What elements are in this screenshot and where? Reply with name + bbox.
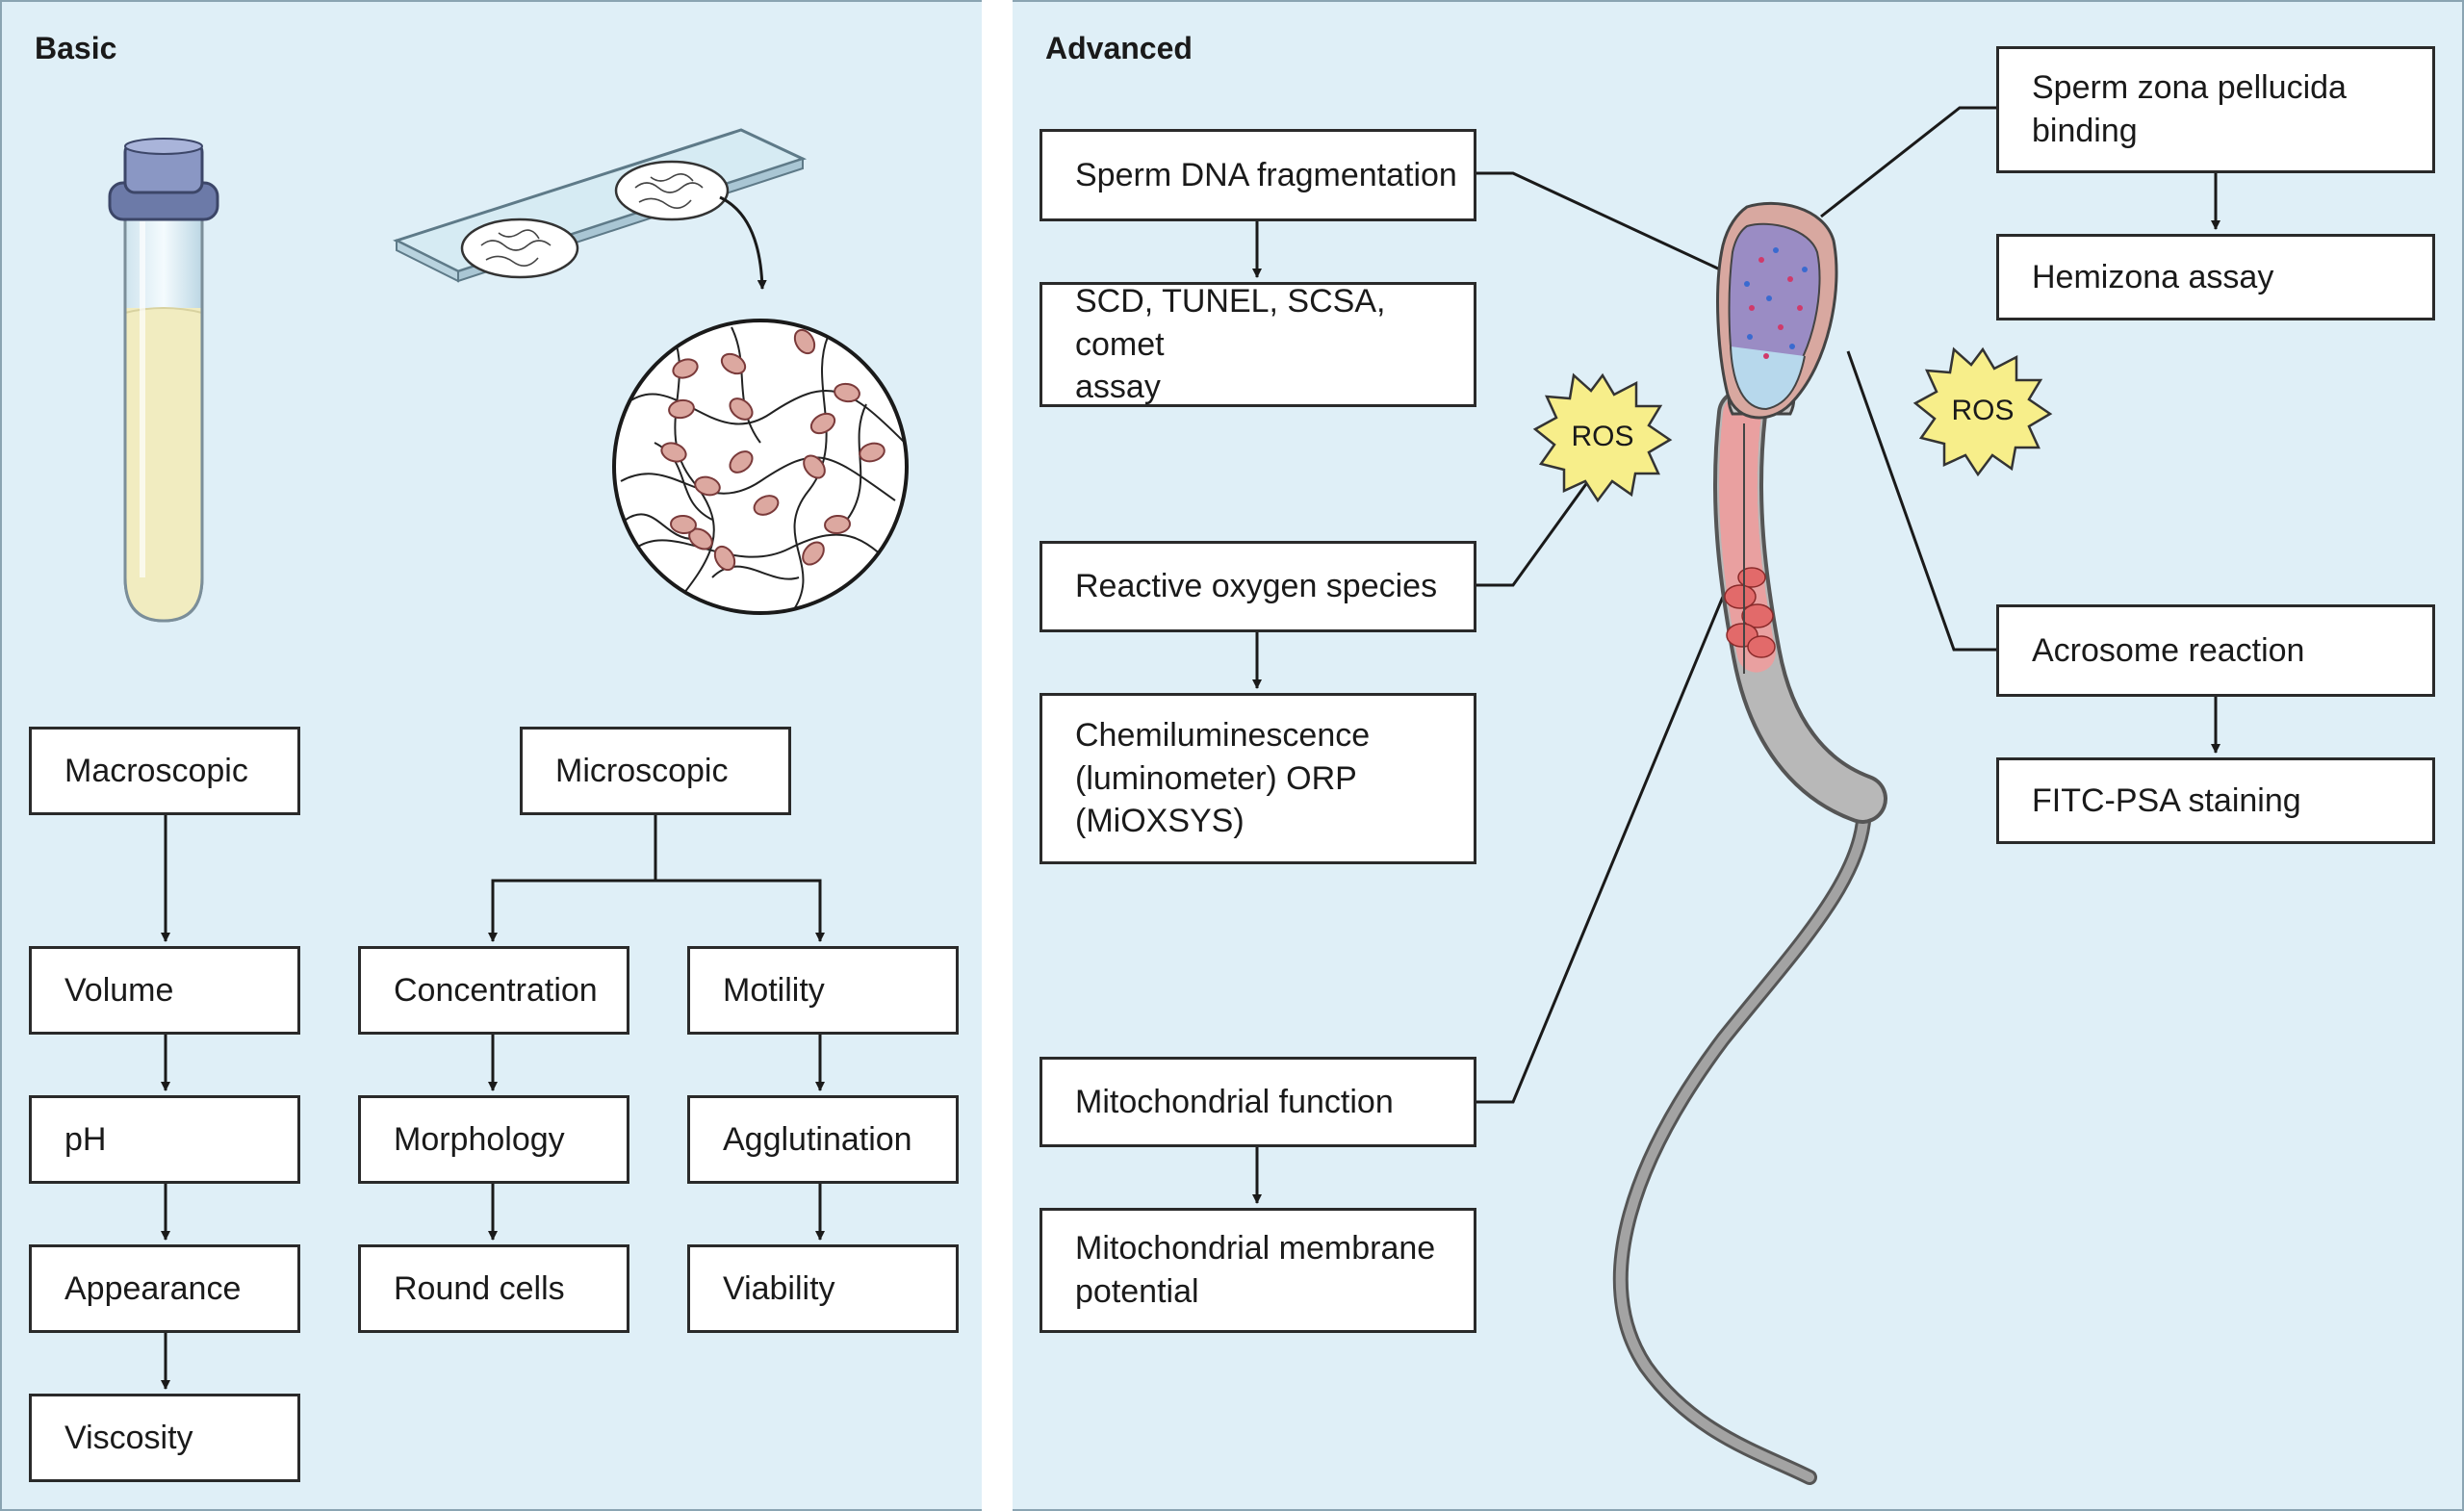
ros-burst-2: ROS — [1912, 346, 2053, 477]
viability-box: Viability — [687, 1244, 959, 1333]
acrosome-reaction-box: Acrosome reaction — [1996, 604, 2435, 697]
magnified-sperm-circle — [612, 319, 909, 615]
viscosity-box: Viscosity — [29, 1394, 300, 1482]
morphology-box: Morphology — [358, 1095, 629, 1184]
mitochondrial-function-box: Mitochondrial function — [1040, 1057, 1476, 1147]
dna-fragmentation-methods-box: SCD, TUNEL, SCSA, comet assay — [1040, 282, 1476, 407]
zona-binding-box: Sperm zona pellucida binding — [1996, 46, 2435, 173]
test-tube-illustration — [108, 138, 219, 623]
fitc-psa-box: FITC-PSA staining — [1996, 757, 2435, 844]
microscope-slide-illustration — [393, 128, 808, 290]
agglutination-box: Agglutination — [687, 1095, 959, 1184]
basic-title: Basic — [35, 31, 117, 65]
ros-methods-box: Chemiluminescence (luminometer) ORP (MiO… — [1040, 693, 1476, 864]
mitochondrial-methods-box: Mitochondrial membrane potential — [1040, 1208, 1476, 1333]
ros-label-2: ROS — [1951, 395, 2014, 426]
round-cells-box: Round cells — [358, 1244, 629, 1333]
dna-fragmentation-box: Sperm DNA fragmentation — [1040, 129, 1476, 221]
concentration-box: Concentration — [358, 946, 629, 1035]
volume-box: Volume — [29, 946, 300, 1035]
microscopic-header: Microscopic — [520, 727, 791, 815]
ph-box: pH — [29, 1095, 300, 1184]
ros-label-1: ROS — [1571, 421, 1633, 452]
appearance-box: Appearance — [29, 1244, 300, 1333]
motility-box: Motility — [687, 946, 959, 1035]
ros-burst-1: ROS — [1532, 372, 1673, 503]
hemizona-assay-box: Hemizona assay — [1996, 234, 2435, 320]
advanced-title: Advanced — [1045, 31, 1193, 65]
ros-test-box: Reactive oxygen species — [1040, 541, 1476, 632]
macroscopic-header: Macroscopic — [29, 727, 300, 815]
basic-connectors — [161, 813, 825, 1390]
advanced-connectors — [1252, 106, 2220, 1204]
sperm-cell-illustration — [1612, 201, 1887, 1485]
